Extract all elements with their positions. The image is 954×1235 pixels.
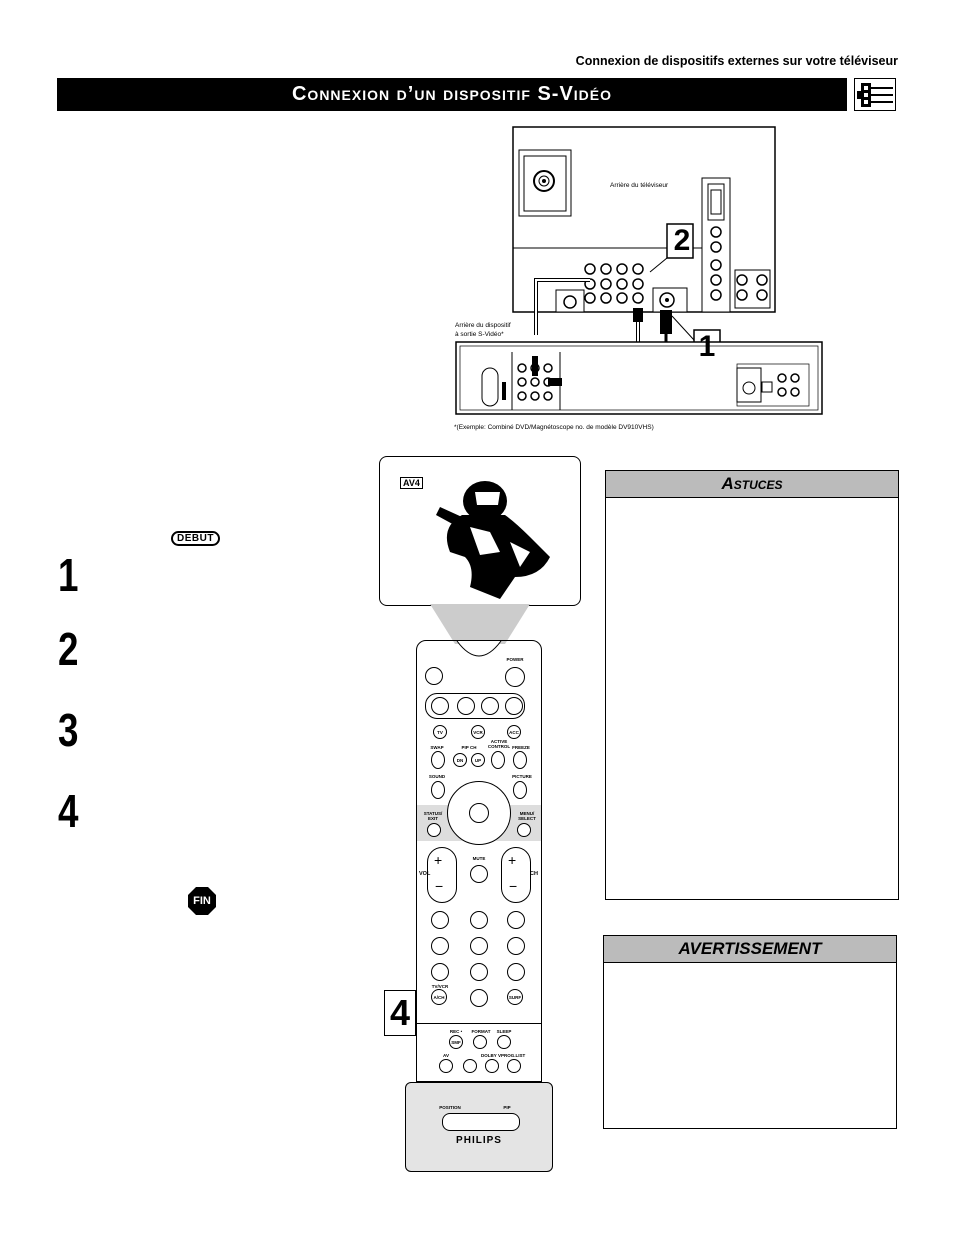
title-bar: Connexion d’un dispositif S-Vidéo (57, 78, 847, 111)
sleep-button[interactable] (497, 1035, 511, 1049)
freeze-button[interactable] (513, 751, 527, 769)
av-button[interactable] (439, 1059, 453, 1073)
digit-0-button[interactable] (470, 989, 488, 1007)
av-label: AV (443, 1053, 449, 1058)
vol-down-icon: − (435, 878, 444, 894)
football-player-image (436, 481, 550, 599)
sleep-label: SLEEP (496, 1029, 512, 1034)
ch-down-icon: − (509, 878, 518, 894)
section-label: Connexion de dispositifs externes sur vo… (575, 54, 898, 68)
fin-badge: FIN (193, 895, 211, 907)
screen-beam (430, 604, 530, 644)
warning-title: AVERTISSEMENT (604, 936, 896, 963)
prog-list-label: PROG.LIST (501, 1053, 526, 1058)
format-button[interactable] (473, 1035, 487, 1049)
sound-label: SOUND (428, 774, 446, 779)
transport-bar (425, 693, 525, 719)
ch-up-icon: + (508, 852, 517, 868)
connection-diagram: Arrière du téléviseur 2 1 Arrière du dis… (440, 120, 840, 440)
pause-button[interactable] (425, 667, 443, 685)
debut-badge: DEBUT (171, 531, 220, 546)
dolby-button[interactable] (463, 1059, 477, 1073)
tv-button[interactable]: TV (433, 725, 447, 739)
remote-callout-4: 4 (384, 990, 416, 1036)
digit-2-button[interactable] (470, 911, 488, 929)
tv-vcr-label: TV/VCR (431, 984, 449, 989)
picture-button[interactable] (513, 781, 527, 799)
remote-control: POWER TV VCR ACC SWAP PIP CH ACTIVE CONT… (416, 640, 542, 1082)
connector-type-icon (854, 78, 896, 111)
fin-stop-sign-icon: FIN (187, 886, 217, 916)
tv-screen: AV4 (379, 456, 581, 606)
pip-ch-label: PIP CH (461, 745, 477, 750)
active-control-button[interactable] (491, 751, 505, 769)
smf-button[interactable]: SMF (449, 1035, 463, 1049)
nav-center-button[interactable] (469, 803, 489, 823)
diagram-footnote: *(Exemple: Combiné DVD/Magnétoscope no. … (454, 424, 654, 431)
diagram-callout-1: 1 (698, 330, 716, 363)
active-control-label: ACTIVE CONTROL (487, 739, 511, 749)
step-number-3: 3 (58, 704, 79, 756)
rec-label: REC • (449, 1029, 463, 1034)
dolby-v-button[interactable] (485, 1059, 499, 1073)
digit-3-button[interactable] (507, 911, 525, 929)
diagram-callout-2: 2 (673, 224, 691, 257)
step-number-1: 1 (58, 549, 79, 601)
mute-button[interactable] (470, 865, 488, 883)
vol-up-icon: + (434, 852, 443, 868)
status-exit-button[interactable] (427, 823, 441, 837)
remote-divider (417, 1023, 541, 1024)
page-title: Connexion d’un dispositif S-Vidéo (291, 83, 613, 105)
format-label: FORMAT (471, 1029, 491, 1034)
tv-source-label: AV4 (400, 477, 423, 489)
digit-1-button[interactable] (431, 911, 449, 929)
picture-label: PICTURE (512, 774, 532, 779)
tips-title: Astuces (606, 471, 898, 498)
acc-button[interactable]: ACC (507, 725, 521, 739)
surf-button[interactable]: SURF (507, 989, 523, 1005)
device-back-label-2: à sortie S-Vidéo* (455, 331, 504, 338)
ah-ch-button[interactable]: A/CH (431, 989, 447, 1005)
philips-logo: PHILIPS (456, 1135, 502, 1146)
step-number-4: 4 (58, 785, 79, 837)
power-button[interactable] (505, 667, 525, 687)
device-back-label-1: Arrière du dispositif (455, 322, 511, 329)
digit-4-button[interactable] (431, 937, 449, 955)
pip-label: PIP (503, 1105, 511, 1110)
menu-select-button[interactable] (517, 823, 531, 837)
digit-8-button[interactable] (470, 963, 488, 981)
status-exit-label: STATUS/ EXIT (423, 811, 443, 821)
warning-panel: AVERTISSEMENT (603, 935, 897, 1129)
ch-rocker[interactable]: + − (501, 847, 531, 903)
power-label: POWER (506, 657, 524, 662)
play-button[interactable] (481, 697, 499, 715)
dolby-v-label: DOLBY V (481, 1053, 501, 1058)
rewind-button[interactable] (431, 697, 449, 715)
swap-button[interactable] (431, 751, 445, 769)
ch-label: CH (530, 871, 538, 877)
position-label: POSITION (439, 1105, 461, 1110)
stop-button[interactable] (457, 697, 475, 715)
digit-9-button[interactable] (507, 963, 525, 981)
pip-dn-button[interactable]: DN (453, 753, 467, 767)
vcr-button[interactable]: VCR (471, 725, 485, 739)
sound-button[interactable] (431, 781, 445, 799)
digit-6-button[interactable] (507, 937, 525, 955)
cradle-button-bar[interactable] (442, 1113, 520, 1131)
menu-select-label: MENU/ SELECT (518, 811, 536, 821)
digit-7-button[interactable] (431, 963, 449, 981)
prog-list-button[interactable] (507, 1059, 521, 1073)
remote-cradle: POSITION PIP PHILIPS (405, 1082, 553, 1172)
vol-rocker[interactable]: + − (427, 847, 457, 903)
digit-5-button[interactable] (470, 937, 488, 955)
tv-back-label: Arrière du téléviseur (610, 182, 669, 189)
freeze-label: FREEZE (512, 745, 530, 750)
tips-panel: Astuces (605, 470, 899, 900)
step-number-2: 2 (58, 623, 79, 675)
fast-forward-button[interactable] (505, 697, 523, 715)
mute-label: MUTE (472, 856, 486, 861)
swap-label: SWAP (430, 745, 444, 750)
vol-label: VOL (419, 871, 431, 877)
pip-up-button[interactable]: UP (471, 753, 485, 767)
